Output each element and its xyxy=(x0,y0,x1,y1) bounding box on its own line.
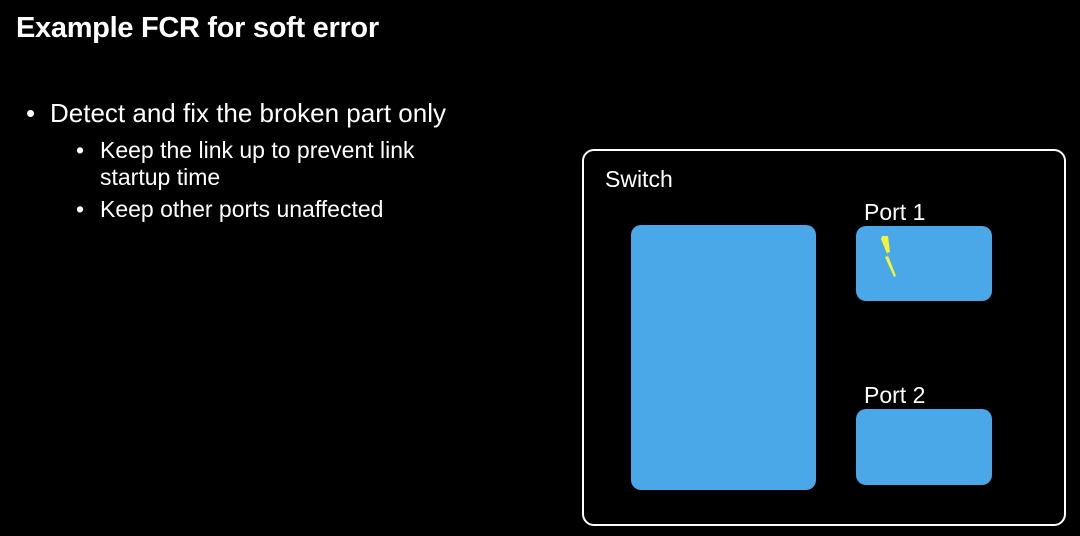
bullet-dot: • xyxy=(76,137,85,163)
port2-block xyxy=(856,409,992,485)
sub-bullet-text-1: Keep the link up to prevent link startup… xyxy=(100,137,415,191)
lightning-bolt-shape xyxy=(881,236,896,277)
bullet-item-main: • Detect and fix the broken part only xyxy=(26,98,446,129)
port2-label: Port 2 xyxy=(864,382,926,408)
port1-block xyxy=(856,226,992,301)
port1-label: Port 1 xyxy=(864,199,926,225)
switch-label: Switch xyxy=(605,166,673,192)
bullet-dot: • xyxy=(76,196,85,222)
lightning-bolt-icon xyxy=(881,236,896,277)
sub-bullet-text-1-line2: startup time xyxy=(100,164,221,190)
sub-bullet-text-1-line1: Keep the link up to prevent link xyxy=(100,137,415,163)
bullet-dot: • xyxy=(26,98,36,128)
bullet-text-main: Detect and fix the broken part only xyxy=(50,98,447,128)
switch-outline xyxy=(582,149,1066,526)
sub-bullet-text-2: Keep other ports unaffected xyxy=(100,196,384,222)
switch-core-block xyxy=(631,225,816,490)
slide-title: Example FCR for soft error xyxy=(16,12,379,44)
